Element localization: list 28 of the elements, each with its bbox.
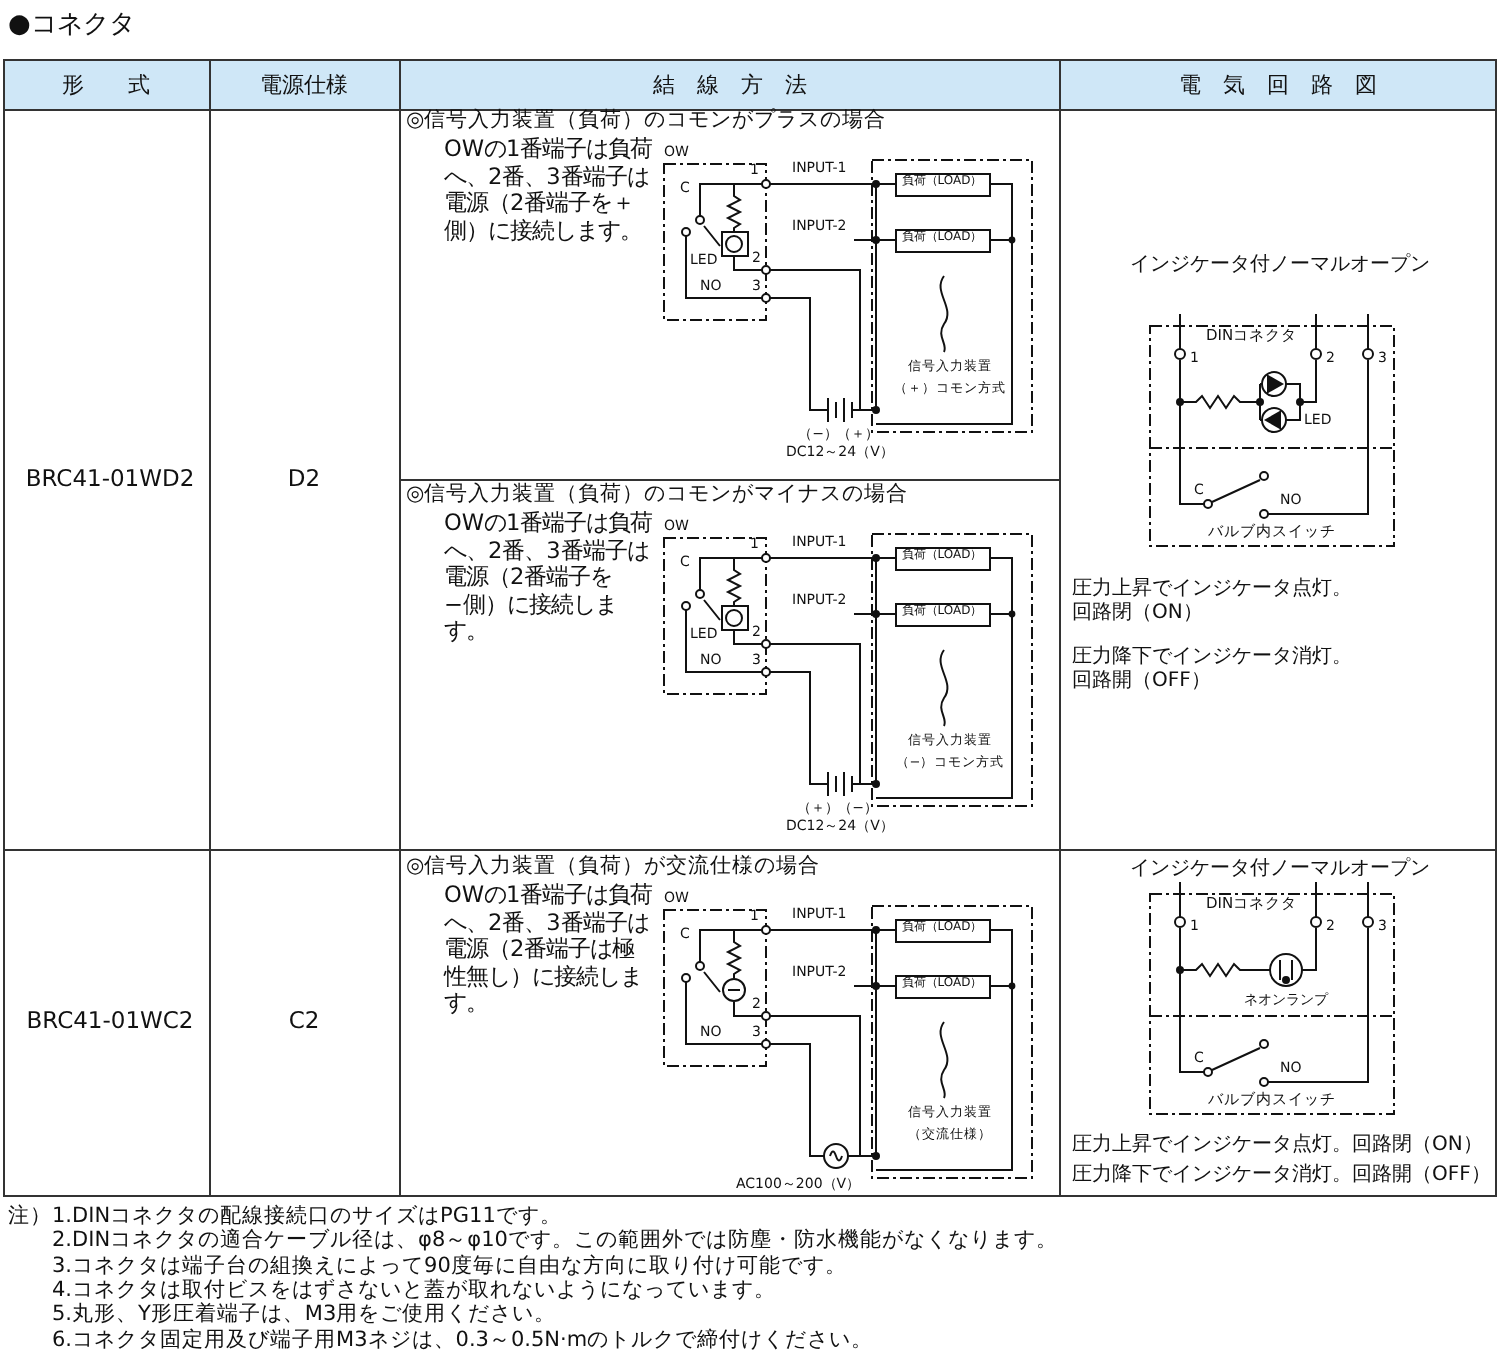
status-note: 圧力上昇でインジケータ点灯。回路閉（ON） <box>1072 1134 1483 1157</box>
status-note: 圧力降下でインジケータ消灯。回路開（OFF） <box>1072 646 1354 692</box>
wiring-instruction: OWの1番端子は負荷へ、2番、3番端子は電源（2番端子を＋側）に接続します。 <box>444 136 655 245</box>
case-heading: ◎信号入力装置（負荷）のコモンがマイナスの場合 <box>406 482 909 507</box>
wiring-instruction: OWの1番端子は負荷へ、2番、3番端子は電源（2番端子を−側）に接続します。 <box>444 510 655 646</box>
note-text: 3.コネクタは端子台の組換えによって90度毎に自由な方向に取り付け可能です。 <box>52 1253 847 1278</box>
power-spec: C2 <box>288 1008 320 1035</box>
note-marker: 注） <box>8 1204 52 1229</box>
note-text: 1.DINコネクタの配線接続口のサイズはPG11です。 <box>52 1204 562 1228</box>
case-heading: ◎信号入力装置（負荷）が交流仕様の場合 <box>406 854 821 879</box>
note-text: 2.DINコネクタの適合ケーブル径は、φ8～φ10です。この範囲外では防塵・防水機能がなくなります。 <box>52 1228 1058 1253</box>
model-number: BRC41-01WD2 <box>25 466 195 493</box>
circuit-title: インジケータ付ノーマルオープン <box>1130 254 1430 277</box>
case-heading: ◎信号入力装置（負荷）のコモンがプラスの場合 <box>406 108 887 133</box>
model-number: BRC41-01WC2 <box>26 1008 194 1035</box>
note-text: 4.コネクタは取付ビスをはずさないと蓋が取れないようになっています。 <box>52 1277 777 1302</box>
column-header: 電源仕様 <box>260 74 348 100</box>
column-header: 電 気 回 路 図 <box>1179 74 1377 100</box>
status-note: 圧力上昇でインジケータ点灯。回路閉（ON） <box>1072 578 1354 624</box>
status-note: 圧力降下でインジケータ消灯。回路開（OFF） <box>1072 1164 1491 1187</box>
column-header: 形 式 <box>62 74 150 100</box>
note-text: 6.コネクタ固定用及び端子用M3ネジは、0.3～0.5N·mのトルクで締付けください。 <box>52 1327 874 1352</box>
power-spec: D2 <box>287 466 321 493</box>
wiring-instruction: OWの1番端子は負荷へ、2番、3番端子は電源（2番端子は極性無し）に接続します。 <box>444 882 655 1018</box>
column-header: 結 線 方 法 <box>653 74 807 100</box>
page-title: ●コネクタ <box>8 12 135 42</box>
circuit-title: インジケータ付ノーマルオープン <box>1130 858 1430 881</box>
note-text: 5.丸形、Y形圧着端子は、M3用をご使用ください。 <box>52 1302 557 1327</box>
